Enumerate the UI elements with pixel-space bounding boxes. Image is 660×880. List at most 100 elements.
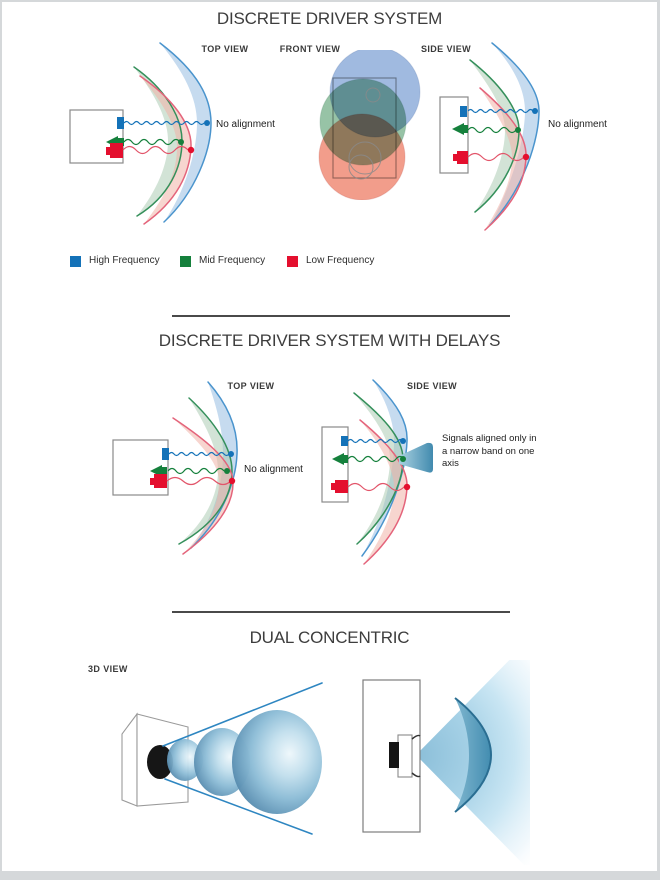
wavefront-shading (470, 43, 539, 230)
lf-driver-icon-magnet (150, 478, 155, 485)
cone-line-bottom (164, 778, 313, 835)
hf-signal-wave (467, 108, 534, 114)
mf-alignment-dot (400, 456, 406, 462)
hf-alignment-dot (400, 438, 406, 444)
mf-driver-icon (332, 453, 344, 465)
lf-driver-icon (110, 143, 123, 158)
lf-driver-icon-magnet (453, 154, 457, 161)
driver-clamp-bottom (411, 772, 421, 778)
mf-alignment-dot (178, 139, 184, 145)
hf-wavefront-arc (361, 379, 408, 557)
mf-signal-wave (347, 455, 405, 463)
lf-driver-icon (335, 480, 348, 493)
alignment-dots (224, 451, 236, 485)
section2-top-annotation: No alignment (244, 464, 303, 475)
section2-title: DISCRETE DRIVER SYSTEM WITH DELAYS (158, 331, 501, 350)
driver-icons (150, 448, 169, 488)
mf-driver-icon-body (464, 125, 468, 133)
wavefront-shading (354, 380, 408, 564)
driver-icons (452, 106, 468, 164)
hf-legend-swatch (70, 256, 81, 267)
section1-top-annotation: No alignment (216, 119, 275, 130)
alignment-dots (400, 438, 411, 491)
dispersion-cone-lines (162, 682, 323, 835)
mf-signal-wave (167, 467, 225, 475)
lf-driver-icon (154, 474, 167, 488)
hf-legend-label: High Frequency (89, 255, 160, 266)
hf-signal-wave (123, 120, 205, 126)
lf-alignment-dot (187, 146, 195, 154)
mf-driver-icon (452, 123, 464, 135)
signal-waves (467, 108, 534, 162)
hf-signal-wave (168, 451, 230, 457)
hf-wavefront-arc (159, 42, 212, 223)
delays-top-view-diagram (112, 381, 238, 555)
frequency-legend: High Frequency Mid Frequency Low Frequen… (2, 254, 657, 270)
hf-alignment-dot (532, 108, 538, 114)
wavefront-sphere-small (167, 739, 203, 781)
section2-side-view-label: SIDE VIEW (406, 381, 458, 391)
wavefront-crescent-edge (454, 697, 492, 813)
lf-legend-label: Low Frequency (306, 255, 375, 266)
section1-front-view-label: FRONT VIEW (279, 44, 341, 54)
lf-signal-wave (166, 476, 232, 486)
delays-side-view-diagram (321, 379, 433, 565)
woofer-inner-outline (348, 154, 374, 180)
mf-signal-wave (123, 138, 181, 146)
wavefront-shading (173, 382, 238, 554)
woofer-outline (348, 141, 382, 175)
discrete-side-view-diagram (439, 42, 540, 231)
hf-alignment-dot (228, 451, 234, 457)
lf-alignment-dot (522, 153, 530, 161)
driver-frame (397, 734, 413, 778)
hf-driver-icon (162, 448, 169, 460)
mf-legend-label: Mid Frequency (199, 255, 266, 266)
driver-icons (331, 436, 348, 493)
section-divider-2 (172, 611, 510, 613)
wavefront-sphere-large (232, 710, 322, 814)
hf-driver-icon (460, 106, 467, 117)
mf-driver-icon-body (344, 455, 348, 463)
hf-driver-icon (117, 117, 124, 129)
mf-driver-icon-body (162, 467, 167, 475)
cabinet-side-face (121, 712, 138, 807)
expanding-spheres (167, 710, 322, 814)
signal-waves (122, 120, 205, 155)
lf-driver-icon-magnet (331, 483, 335, 490)
section3-3d-view-label: 3D VIEW (88, 664, 128, 674)
mf-legend-swatch (180, 256, 191, 267)
mf-alignment-dot (224, 468, 230, 474)
mf-alignment-dot (515, 127, 521, 133)
hf-wavefront-arc (190, 381, 238, 549)
concentric-driver-side (389, 734, 421, 778)
section1-top-view-label: TOP VIEW (201, 44, 249, 54)
dual-concentric-side-diagram (362, 660, 530, 865)
mf-signal-wave (467, 126, 517, 134)
driver-outlines (348, 87, 382, 180)
signal-waves (166, 451, 232, 486)
lf-signal-wave (347, 482, 405, 492)
lf-legend-swatch (287, 256, 298, 267)
lf-driver-icon (457, 151, 468, 164)
tweeter-outline (365, 87, 381, 103)
section1-side-view-label: SIDE VIEW (420, 44, 472, 54)
signal-waves (347, 438, 405, 492)
section2-top-view-label: TOP VIEW (227, 381, 275, 391)
driver-magnet (389, 742, 399, 768)
dual-concentric-3d-diagram (121, 682, 323, 835)
driver-icons (106, 117, 124, 158)
alignment-dots (178, 120, 210, 154)
section1-title: DISCRETE DRIVER SYSTEM (216, 9, 443, 28)
hf-alignment-dot (204, 120, 210, 126)
discrete-top-view-diagram (69, 42, 212, 225)
aligned-beam (399, 442, 433, 473)
hf-wavefront-arc (489, 42, 540, 226)
hf-signal-wave (347, 438, 404, 444)
section2-side-annotation: Signals aligned only in a narrow band on… (442, 433, 537, 469)
alignment-dots (515, 108, 538, 161)
mf-wavefront-arc (178, 397, 233, 545)
concentric-driver (147, 745, 173, 779)
cone-line-top (162, 682, 323, 747)
